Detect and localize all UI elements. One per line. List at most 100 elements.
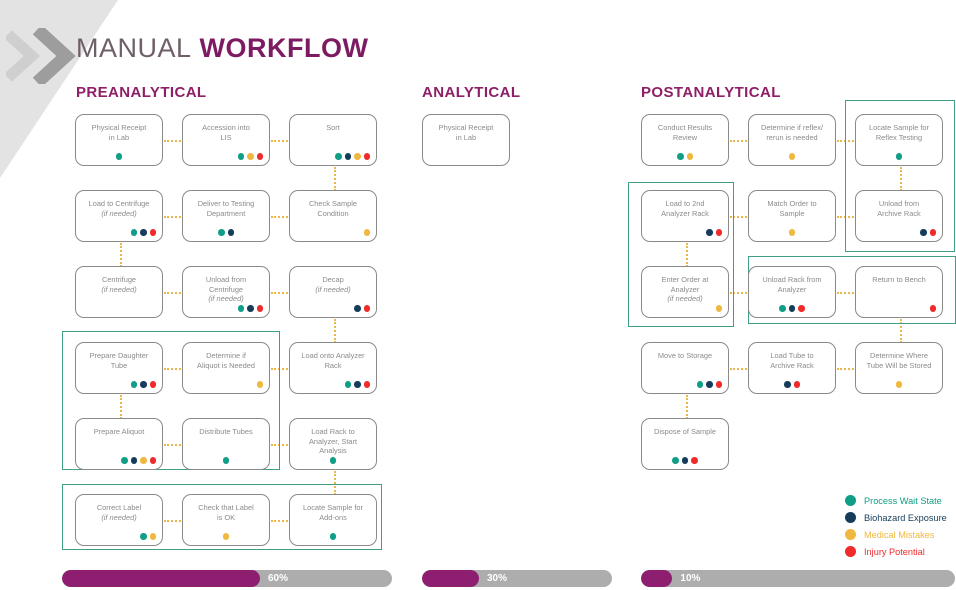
double-chevron-right-icon	[6, 28, 84, 84]
risk-dot-group	[183, 305, 263, 312]
process-box[interactable]: Centrifuge(if needed)	[75, 266, 163, 318]
risk-dot-biohazard	[130, 457, 137, 464]
connector	[120, 243, 122, 267]
legend-dot-process-wait	[845, 495, 856, 506]
process-box[interactable]: Decap(if needed)	[289, 266, 377, 318]
process-box[interactable]: Distribute Tubes	[182, 418, 270, 470]
legend-dot-biohazard	[845, 512, 856, 523]
risk-dot-group	[183, 457, 269, 464]
risk-dot-process-wait	[115, 153, 123, 160]
risk-dot-process-wait	[329, 457, 337, 464]
risk-dot-injury	[149, 229, 156, 236]
risk-dot-group	[642, 229, 722, 236]
connector	[730, 216, 750, 218]
risk-dot-group	[856, 381, 942, 388]
legend-label: Injury Potential	[864, 546, 925, 557]
risk-dot-biohazard	[354, 305, 361, 312]
risk-dot-group	[183, 153, 263, 160]
process-box-label: Load to Centrifuge(if needed)	[88, 199, 150, 218]
connector	[334, 471, 336, 495]
risk-dot-process-wait	[121, 457, 128, 464]
connector	[837, 292, 857, 294]
risk-dot-biohazard	[706, 229, 713, 236]
risk-dot-process-wait	[779, 305, 786, 312]
risk-dot-group	[749, 381, 835, 388]
process-box[interactable]: Dispose of Sample	[641, 418, 729, 470]
connector	[686, 243, 688, 267]
connector	[334, 319, 336, 343]
process-box[interactable]: Load to Centrifuge(if needed)	[75, 190, 163, 242]
risk-dot-medical-mistake	[149, 533, 156, 540]
process-box[interactable]: Return to Bench	[855, 266, 943, 318]
risk-dot-group	[642, 153, 728, 160]
risk-dot-medical-mistake	[363, 229, 370, 236]
risk-dot-process-wait	[130, 229, 137, 236]
risk-dot-biohazard	[247, 305, 254, 312]
process-box-label: Determine if reflex/rerun is needed	[760, 123, 824, 142]
connector	[334, 167, 336, 191]
risk-dot-injury	[793, 381, 800, 388]
risk-dot-process-wait	[344, 381, 351, 388]
risk-dot-medical-mistake	[354, 153, 361, 160]
legend-row: Medical Mistakes	[845, 526, 947, 543]
progress-bar-analytical: 30%	[422, 570, 612, 587]
page-title-thin: MANUAL	[76, 33, 192, 63]
risk-dot-injury	[715, 229, 722, 236]
risk-dot-group	[183, 381, 263, 388]
risk-dot-group	[856, 153, 942, 160]
process-box[interactable]: Move to Storage	[641, 342, 729, 394]
process-box[interactable]: Determine if reflex/rerun is needed	[748, 114, 836, 166]
connector	[730, 368, 750, 370]
risk-dot-group	[76, 457, 156, 464]
process-box[interactable]: Prepare Aliquot	[75, 418, 163, 470]
connector	[837, 140, 857, 142]
connector	[686, 395, 688, 419]
connector	[164, 444, 184, 446]
connector	[271, 292, 291, 294]
connector	[271, 520, 291, 522]
risk-dot-process-wait	[218, 229, 225, 236]
risk-dot-group	[76, 533, 156, 540]
risk-dot-group	[76, 305, 162, 312]
risk-dot-biohazard	[920, 229, 927, 236]
risk-dot-group	[290, 305, 370, 312]
risk-dot-biohazard	[706, 381, 713, 388]
process-box-label: Centrifuge(if needed)	[101, 275, 137, 294]
group-outline-second-analyzer	[628, 182, 734, 327]
process-box[interactable]: Sort	[289, 114, 377, 166]
process-box[interactable]: Correct Label(if needed)	[75, 494, 163, 546]
risk-dot-group	[290, 381, 370, 388]
risk-dot-biohazard	[227, 229, 234, 236]
risk-dot-injury	[256, 153, 263, 160]
connector	[164, 292, 184, 294]
process-box-label: Sort	[326, 123, 340, 132]
progress-bar-label: 30%	[487, 573, 508, 584]
connector	[164, 368, 184, 370]
